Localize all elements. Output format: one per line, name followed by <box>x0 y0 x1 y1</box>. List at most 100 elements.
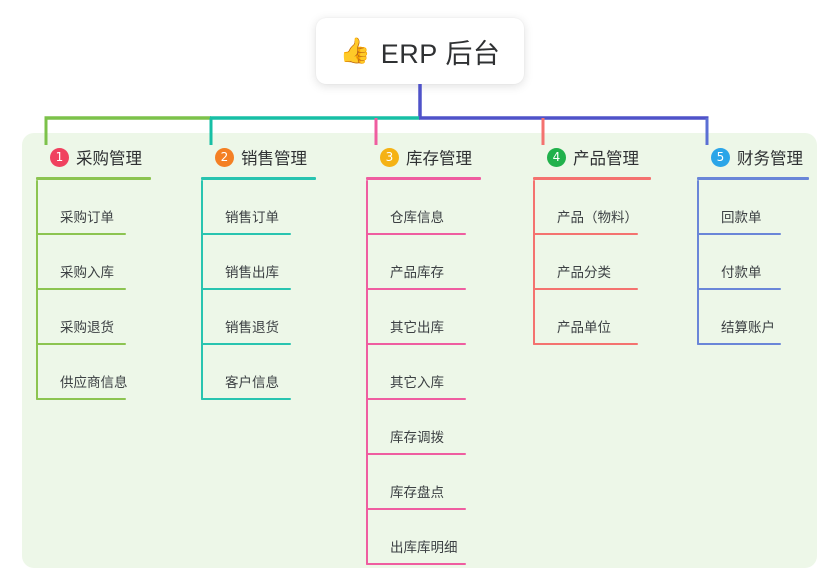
column-title-5: 财务管理 <box>737 150 803 168</box>
leaf-spine-3 <box>366 180 368 565</box>
leaf-spine-4 <box>533 180 535 345</box>
leaf-label: 付款单 <box>721 265 762 280</box>
leaf-rule <box>697 343 781 345</box>
leaf-rule <box>201 288 291 290</box>
column-title-1: 采购管理 <box>76 150 142 168</box>
leaf-rule <box>201 343 291 345</box>
leaf-label: 其它出库 <box>390 320 444 335</box>
leaf-item[interactable]: 回款单 <box>697 180 839 235</box>
leaf-rule <box>533 233 638 235</box>
leaf-item[interactable]: 采购退货 <box>36 290 186 345</box>
column-2: 2 销售管理销售订单销售出库销售退货客户信息 <box>201 143 351 400</box>
column-rule-1 <box>36 177 151 180</box>
leaf-label: 出库库明细 <box>390 540 458 555</box>
column-badge-3: 3 <box>380 147 399 167</box>
leaf-rule <box>201 233 291 235</box>
leaf-item[interactable]: 销售订单 <box>201 180 351 235</box>
root-node-card[interactable]: 👍 ERP 后台 <box>316 18 524 84</box>
leaf-rule <box>366 453 466 455</box>
leaf-rule <box>366 398 466 400</box>
leaf-label: 销售退货 <box>225 320 279 335</box>
column-header-4[interactable]: 4 产品管理 <box>533 143 688 171</box>
leaf-item[interactable]: 产品单位 <box>533 290 688 345</box>
leaf-item[interactable]: 库存调拨 <box>366 400 516 455</box>
leaf-label: 采购入库 <box>60 265 114 280</box>
column-header-5[interactable]: 5 财务管理 <box>697 143 839 171</box>
leaf-rule <box>36 288 126 290</box>
leaf-spine-2 <box>201 180 203 400</box>
column-5: 5 财务管理回款单付款单结算账户 <box>697 143 839 345</box>
leaf-label: 销售出库 <box>225 265 279 280</box>
leaf-label: 仓库信息 <box>390 210 444 225</box>
leaf-spine-5 <box>697 180 699 345</box>
column-rule-2 <box>201 177 316 180</box>
leaf-rule <box>366 563 466 565</box>
column-title-3: 库存管理 <box>406 150 472 168</box>
leaf-label: 结算账户 <box>721 320 775 335</box>
leaf-label: 库存调拨 <box>390 430 444 445</box>
leaf-rule <box>366 508 466 510</box>
leaf-item[interactable]: 其它入库 <box>366 345 516 400</box>
column-header-2[interactable]: 2 销售管理 <box>201 143 351 171</box>
leaf-rule <box>697 233 781 235</box>
leaf-rule <box>366 343 466 345</box>
leaf-label: 产品（物料） <box>557 210 638 225</box>
leaf-item[interactable]: 结算账户 <box>697 290 839 345</box>
column-3: 3 库存管理仓库信息产品库存其它出库其它入库库存调拨库存盘点出库库明细 <box>366 143 516 565</box>
leaf-item[interactable]: 仓库信息 <box>366 180 516 235</box>
leaf-item[interactable]: 出库库明细 <box>366 510 516 565</box>
leaf-label: 库存盘点 <box>390 485 444 500</box>
leaf-item[interactable]: 客户信息 <box>201 345 351 400</box>
column-title-2: 销售管理 <box>241 150 307 168</box>
leaf-list-5: 回款单付款单结算账户 <box>697 180 839 345</box>
leaf-rule <box>697 288 781 290</box>
leaf-item[interactable]: 销售出库 <box>201 235 351 290</box>
leaf-rule <box>36 233 126 235</box>
leaf-item[interactable]: 采购入库 <box>36 235 186 290</box>
leaf-rule <box>366 288 466 290</box>
leaf-label: 回款单 <box>721 210 762 225</box>
column-rule-3 <box>366 177 481 180</box>
leaf-list-3: 仓库信息产品库存其它出库其它入库库存调拨库存盘点出库库明细 <box>366 180 516 565</box>
leaf-item[interactable]: 其它出库 <box>366 290 516 345</box>
leaf-rule <box>533 288 638 290</box>
column-rule-5 <box>697 177 809 180</box>
column-badge-5: 5 <box>711 147 730 167</box>
column-title-4: 产品管理 <box>573 150 639 168</box>
leaf-item[interactable]: 销售退货 <box>201 290 351 345</box>
leaf-label: 销售订单 <box>225 210 279 225</box>
diagram-panel <box>22 133 817 568</box>
leaf-spine-1 <box>36 180 38 400</box>
leaf-list-4: 产品（物料） 产品分类产品单位 <box>533 180 688 345</box>
column-badge-2: 2 <box>215 147 234 167</box>
leaf-label: 其它入库 <box>390 375 444 390</box>
leaf-item[interactable]: 产品（物料） <box>533 180 688 235</box>
column-badge-1: 1 <box>50 147 69 167</box>
leaf-item[interactable]: 库存盘点 <box>366 455 516 510</box>
leaf-list-2: 销售订单销售出库销售退货客户信息 <box>201 180 351 400</box>
column-4: 4 产品管理产品（物料） 产品分类产品单位 <box>533 143 688 345</box>
leaf-list-1: 采购订单采购入库采购退货供应商信息 <box>36 180 186 400</box>
leaf-item[interactable]: 采购订单 <box>36 180 186 235</box>
column-rule-4 <box>533 177 651 180</box>
column-header-1[interactable]: 1 采购管理 <box>36 143 186 171</box>
leaf-item[interactable]: 供应商信息 <box>36 345 186 400</box>
leaf-item[interactable]: 产品库存 <box>366 235 516 290</box>
leaf-label: 采购退货 <box>60 320 114 335</box>
leaf-item[interactable]: 产品分类 <box>533 235 688 290</box>
leaf-label: 供应商信息 <box>60 375 128 390</box>
leaf-label: 产品分类 <box>557 265 611 280</box>
root-node-title: ERP 后台 <box>380 38 501 69</box>
column-1: 1 采购管理采购订单采购入库采购退货供应商信息 <box>36 143 186 400</box>
column-badge-4: 4 <box>547 147 566 167</box>
leaf-label: 客户信息 <box>225 375 279 390</box>
thumbs-up-icon: 👍 <box>339 36 371 65</box>
column-header-3[interactable]: 3 库存管理 <box>366 143 516 171</box>
leaf-label: 产品单位 <box>557 320 611 335</box>
leaf-rule <box>366 233 466 235</box>
leaf-item[interactable]: 付款单 <box>697 235 839 290</box>
leaf-rule <box>533 343 638 345</box>
leaf-label: 采购订单 <box>60 210 114 225</box>
leaf-rule <box>36 398 126 400</box>
leaf-label: 产品库存 <box>390 265 444 280</box>
